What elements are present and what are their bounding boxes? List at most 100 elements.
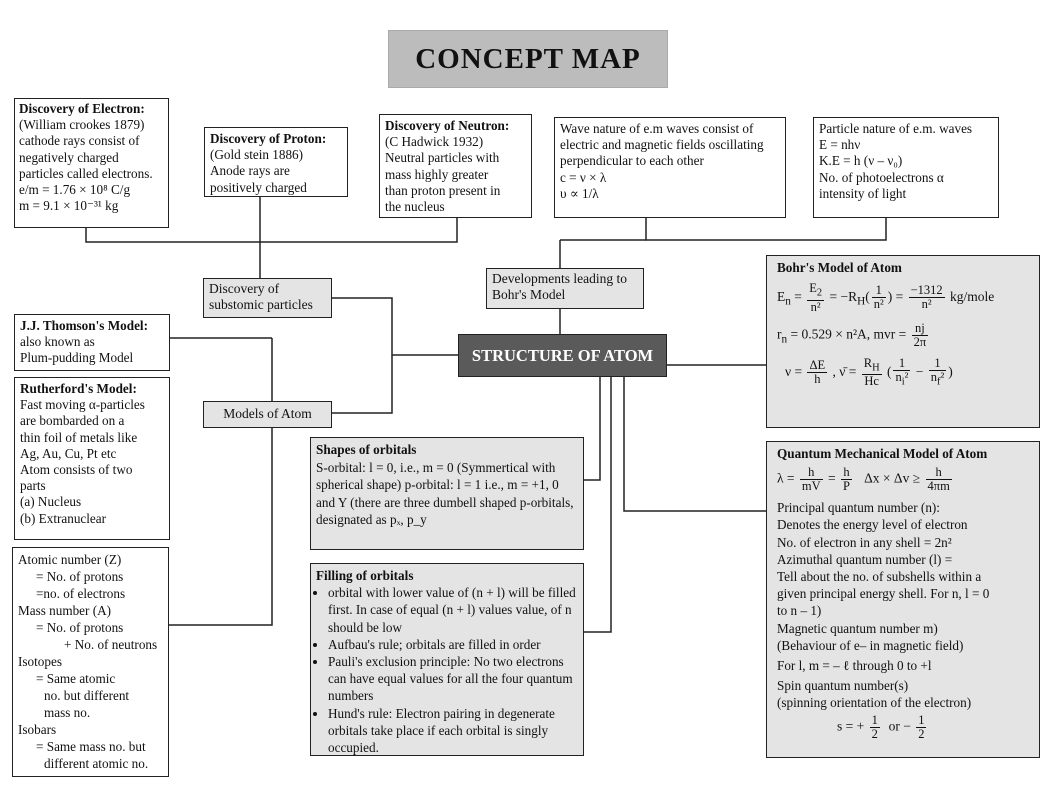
atomic-text: Mass number (A) xyxy=(18,603,112,618)
eq-text: n xyxy=(781,332,788,345)
subatomic-label-text: Discovery of substomic particles xyxy=(209,281,313,312)
rutherford-text: Ag, Au, Cu, Pt etc xyxy=(20,445,117,461)
developments-label: Developments leading to Bohr's Model xyxy=(486,268,644,309)
eq-text: 2 xyxy=(918,726,925,741)
eq-text: 1 xyxy=(893,356,911,371)
rutherford-model-box: Rutherford's Model: Fast moving α-partic… xyxy=(14,377,170,540)
quantum-text: Azimuthal quantum number (l) = xyxy=(777,551,953,567)
rutherford-text: thin foil of metals like xyxy=(20,429,138,445)
wave-text: electric and magnetic fields oscillating xyxy=(560,137,764,153)
rutherford-text: Fast moving α-particles xyxy=(20,397,145,413)
neutron-heading: Discovery of Neutron: xyxy=(385,118,510,133)
eq-text: H xyxy=(857,295,866,308)
discovery-of-electron-box: Discovery of Electron: (William crookes … xyxy=(14,98,169,228)
eq-text: f xyxy=(937,376,941,388)
rutherford-text: are bombarded on a xyxy=(20,413,125,429)
quantum-text: Spin quantum number(s) xyxy=(777,678,909,694)
filling-of-orbitals-box: Filling of orbitals orbital with lower v… xyxy=(310,563,584,756)
atomic-text: different atomic no. xyxy=(44,756,149,771)
neutron-text: the nucleus xyxy=(385,199,445,215)
eq-text: = −R xyxy=(829,289,858,305)
eq-text: E xyxy=(777,289,786,305)
particle-nature-box: Particle nature of e.m. waves E = nhν K.… xyxy=(813,117,999,218)
atomic-text: = Same mass no. but xyxy=(36,739,146,754)
quantum-text: Magnetic quantum number m) xyxy=(777,620,938,636)
eq-text: n² xyxy=(810,299,821,314)
eq-text: ν = xyxy=(785,363,803,379)
eq-text: 4πm xyxy=(927,479,950,494)
filling-rules-list: orbital with lower value of (n + l) will… xyxy=(316,584,578,755)
electron-heading: Discovery of Electron: xyxy=(19,101,145,116)
eq-text: λ = xyxy=(777,470,795,486)
thomson-text: also known as xyxy=(20,334,95,350)
eq-text: = 0.529 × n²A, mvr = xyxy=(790,326,907,342)
models-of-atom-label: Models of Atom xyxy=(203,401,332,428)
filling-rule: Aufbau's rule; orbitals are filled in or… xyxy=(328,636,578,653)
neutron-text: mass highly greater xyxy=(385,166,489,182)
atomic-text: + No. of neutrons xyxy=(64,637,158,652)
electron-text: negatively charged xyxy=(19,149,119,165)
eq-text: −1312 xyxy=(908,283,945,299)
shapes-of-orbitals-box: Shapes of orbitals S-orbital: l = 0, i.e… xyxy=(310,437,584,550)
quantum-heading: Quantum Mechanical Model of Atom xyxy=(777,446,988,461)
eq-text: , ν̄ = xyxy=(832,363,857,379)
quantum-text: to n – 1) xyxy=(777,603,822,619)
eq-text: h xyxy=(799,466,823,481)
eq-text: = xyxy=(828,470,836,486)
quantum-text: given principal energy shell. For n, l =… xyxy=(777,586,990,602)
wave-equation: c = ν × λ xyxy=(560,169,607,185)
particle-text: Particle nature of e.m. waves xyxy=(819,121,973,136)
quantum-text: Denotes the energy level of electron xyxy=(777,517,968,533)
eq-text: kg/mole xyxy=(950,289,995,305)
atomic-text: = Same atomic xyxy=(36,671,116,686)
eq-text: or − xyxy=(888,718,911,734)
proton-text: (Gold stein 1886) xyxy=(210,147,304,163)
wave-text: Wave nature of e.m waves consist of xyxy=(560,121,754,136)
eq-text: n xyxy=(895,369,902,384)
atomic-text: mass no. xyxy=(44,705,91,720)
eq-text: H xyxy=(872,362,880,374)
eq-text: 2π xyxy=(913,334,927,349)
rutherford-text: (a) Nucleus xyxy=(20,494,82,510)
neutron-text: Neutral particles with xyxy=(385,150,500,166)
quantum-text: (spinning orientation of the electron) xyxy=(777,695,972,711)
subatomic-particles-label: Discovery of substomic particles xyxy=(203,278,332,318)
particle-ke-equation: K.E = h (ν – ν₀) xyxy=(819,153,903,169)
rutherford-text: Atom consists of two xyxy=(20,462,133,478)
eq-text: 2 xyxy=(871,726,878,741)
electron-text: cathode rays consist of xyxy=(19,133,140,149)
particle-equation: E = nhν xyxy=(819,137,861,153)
proton-text: positively charged xyxy=(210,179,307,195)
atomic-text: Isotopes xyxy=(18,654,62,669)
eq-text: h xyxy=(841,466,852,481)
structure-of-atom-node: STRUCTURE OF ATOM xyxy=(458,334,667,377)
eq-text: Δx × Δv ≥ xyxy=(864,470,921,486)
filling-rule: orbital with lower value of (n + l) will… xyxy=(328,584,578,636)
quantum-text: For l, m = – ℓ through 0 to +l xyxy=(777,658,932,674)
atomic-text: Isobars xyxy=(18,722,57,737)
models-label-text: Models of Atom xyxy=(223,406,312,421)
thomson-model-box: J.J. Thomson's Model: also known as Plum… xyxy=(14,314,170,371)
discovery-of-neutron-box: Discovery of Neutron: (C Hadwick 1932) N… xyxy=(379,114,532,218)
electron-text: (William crookes 1879) xyxy=(19,117,145,133)
wave-text: perpendicular to each other xyxy=(560,153,704,169)
eq-text: 2 xyxy=(816,287,823,299)
page-title: CONCEPT MAP xyxy=(388,30,668,88)
eq-text: mV xyxy=(801,479,821,494)
eq-text: R xyxy=(863,355,873,370)
eq-text: n² xyxy=(921,297,932,312)
